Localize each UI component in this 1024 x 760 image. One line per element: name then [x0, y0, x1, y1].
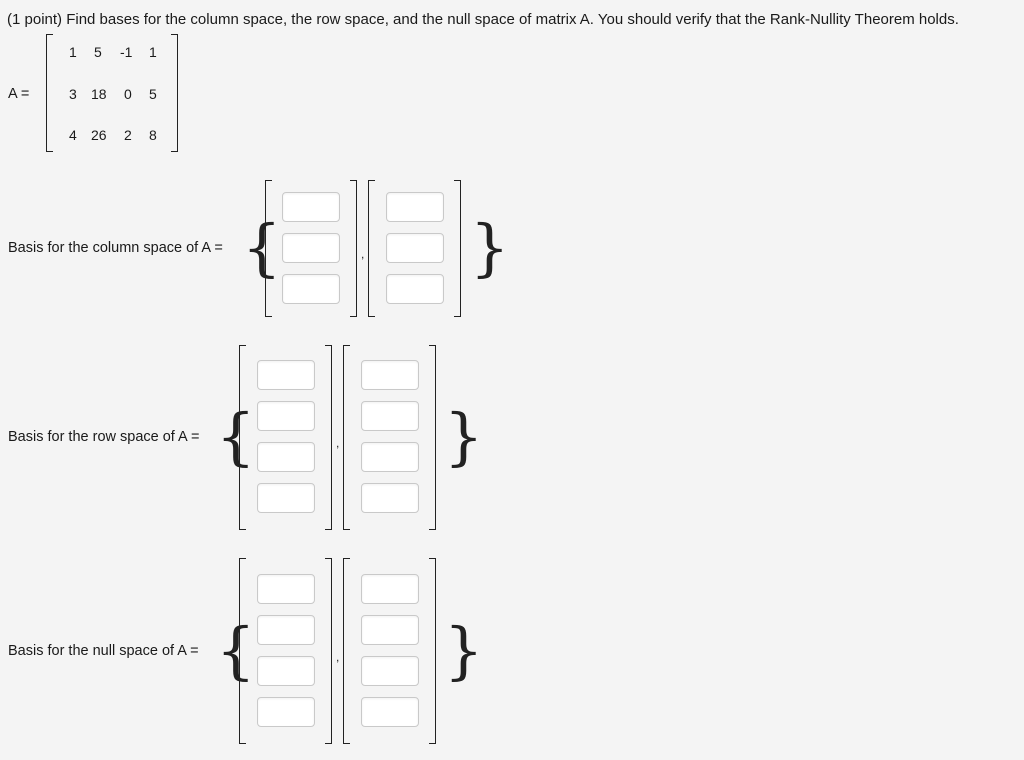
null-vector-2-right-bracket	[429, 558, 436, 744]
row-vector-2-right-bracket	[429, 345, 436, 530]
matrix-right-bracket	[171, 34, 178, 152]
column-vector-1-entry-2[interactable]	[282, 233, 340, 263]
column-vector-1-right-bracket	[350, 180, 357, 317]
null-vector-2-left-bracket	[343, 558, 350, 744]
row-vector-1-entry-1[interactable]	[257, 360, 315, 390]
matrix-cell: 1	[69, 44, 77, 60]
column-vector-2-entry-2[interactable]	[386, 233, 444, 263]
matrix-cell: 8	[149, 127, 157, 143]
null-open-brace: {	[216, 614, 256, 687]
null-vector-separator: ,	[336, 650, 340, 664]
null-close-brace: }	[444, 614, 484, 687]
column-vector-2-left-bracket	[368, 180, 375, 317]
row-vector-2-entry-1[interactable]	[361, 360, 419, 390]
row-vector-1-left-bracket	[239, 345, 246, 530]
column-space-label: Basis for the column space of A =	[8, 240, 223, 256]
row-vector-1-entry-2[interactable]	[257, 401, 315, 431]
problem-prompt: (1 point) Find bases for the column spac…	[7, 11, 959, 28]
null-vector-2-entry-4[interactable]	[361, 697, 419, 727]
column-vector-1-entry-1[interactable]	[282, 192, 340, 222]
matrix-cell: 26	[91, 127, 107, 143]
null-vector-2-entry-1[interactable]	[361, 574, 419, 604]
matrix-left-bracket	[46, 34, 53, 152]
column-vector-1-left-bracket	[265, 180, 272, 317]
matrix-cell: 2	[124, 127, 132, 143]
column-vector-1-entry-3[interactable]	[282, 274, 340, 304]
row-vector-2-entry-3[interactable]	[361, 442, 419, 472]
row-vector-2-left-bracket	[343, 345, 350, 530]
null-vector-1-entry-1[interactable]	[257, 574, 315, 604]
matrix-label: A =	[8, 86, 30, 102]
column-vector-2-entry-3[interactable]	[386, 274, 444, 304]
column-close-brace: }	[470, 211, 510, 284]
matrix-cell: 0	[124, 86, 132, 102]
null-vector-1-right-bracket	[325, 558, 332, 744]
row-space-label: Basis for the row space of A =	[8, 429, 200, 445]
row-close-brace: }	[444, 400, 484, 473]
column-open-brace: {	[242, 211, 282, 284]
null-vector-1-left-bracket	[239, 558, 246, 744]
null-vector-2-entry-3[interactable]	[361, 656, 419, 686]
row-vector-1-entry-4[interactable]	[257, 483, 315, 513]
null-vector-1-entry-2[interactable]	[257, 615, 315, 645]
row-open-brace: {	[216, 400, 256, 473]
column-vector-2-entry-1[interactable]	[386, 192, 444, 222]
row-vector-separator: ,	[336, 436, 340, 450]
matrix-cell: 1	[149, 44, 157, 60]
null-vector-1-entry-4[interactable]	[257, 697, 315, 727]
null-vector-1-entry-3[interactable]	[257, 656, 315, 686]
matrix-cell: 5	[94, 44, 102, 60]
matrix-cell: -1	[120, 44, 133, 60]
row-vector-1-right-bracket	[325, 345, 332, 530]
null-space-label: Basis for the null space of A =	[8, 643, 199, 659]
row-vector-1-entry-3[interactable]	[257, 442, 315, 472]
column-vector-2-right-bracket	[454, 180, 461, 317]
matrix-cell: 3	[69, 86, 77, 102]
matrix-cell: 5	[149, 86, 157, 102]
row-vector-2-entry-4[interactable]	[361, 483, 419, 513]
matrix-cell: 4	[69, 127, 77, 143]
matrix-cell: 18	[91, 86, 107, 102]
row-vector-2-entry-2[interactable]	[361, 401, 419, 431]
column-vector-separator: ,	[361, 247, 365, 261]
null-vector-2-entry-2[interactable]	[361, 615, 419, 645]
